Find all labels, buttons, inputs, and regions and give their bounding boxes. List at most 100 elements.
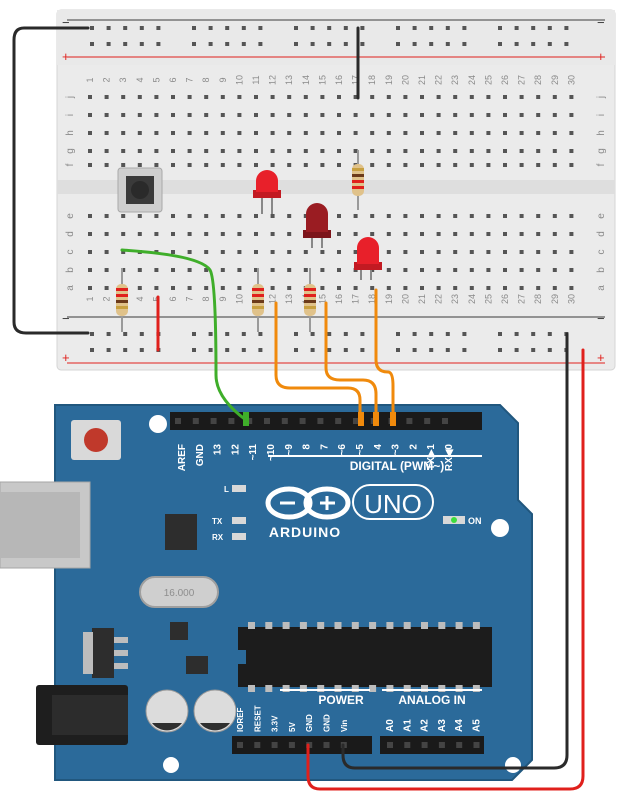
digital-header-label: DIGITAL (PWM~) (350, 459, 445, 473)
breadboard-hole (569, 232, 574, 236)
breadboard-hole (320, 250, 325, 254)
breadboard-hole (287, 214, 292, 218)
breadboard-hole (503, 232, 507, 236)
led-icon[interactable] (303, 203, 331, 248)
capacitor-icon (193, 689, 237, 733)
rail-hole (192, 348, 196, 352)
header-socket[interactable] (442, 418, 448, 424)
header-socket[interactable] (192, 418, 199, 424)
analog-pin-label: A1 (402, 719, 413, 732)
digital-pin-label: 13 (213, 444, 224, 456)
breadboard-hole (370, 113, 375, 117)
breadboard-hole (237, 163, 242, 167)
row-letter-right: d (596, 231, 607, 237)
rail-hole (445, 348, 450, 352)
breadboard-hole (137, 131, 142, 135)
header-socket[interactable] (254, 742, 261, 748)
breadboard-hole (569, 268, 574, 272)
breadboard-hole (270, 232, 275, 236)
header-socket[interactable] (421, 742, 428, 748)
header-socket[interactable] (246, 418, 253, 424)
rail-hole (241, 348, 246, 352)
rail-hole (310, 332, 315, 336)
rail-hole (531, 42, 536, 46)
breadboard-hole (187, 131, 192, 135)
breadboard-hole (88, 131, 92, 135)
header-socket[interactable] (228, 418, 235, 424)
breadboard-hole (403, 232, 408, 236)
led-icon[interactable] (253, 170, 281, 214)
header-socket[interactable] (237, 742, 243, 748)
breadboard-hole (88, 232, 92, 236)
regulator-icon (92, 628, 114, 678)
rail-hole (208, 348, 213, 352)
rail-hole (90, 26, 94, 30)
breadboard-hole (569, 131, 574, 135)
chip-pin (386, 622, 394, 629)
resistor-icon[interactable] (116, 268, 128, 332)
rail-hole (445, 332, 450, 336)
header-socket[interactable] (353, 418, 359, 424)
breadboard-hole (337, 268, 341, 272)
breadboard-hole (171, 149, 175, 153)
power-pin-label: 3.3V (271, 715, 280, 732)
breadboard-hole (453, 149, 458, 153)
resistor-icon[interactable] (252, 268, 264, 332)
rail-hole (498, 26, 502, 30)
breadboard-hole (453, 163, 458, 167)
header-socket[interactable] (424, 418, 431, 424)
header-socket[interactable] (335, 418, 342, 424)
header-socket[interactable] (299, 418, 306, 424)
breadboard-hole (88, 268, 92, 272)
header-socket[interactable] (271, 742, 278, 748)
breadboard-hole (469, 113, 474, 117)
header-socket[interactable] (473, 742, 480, 748)
column-number-top: 15 (317, 75, 327, 85)
header-socket[interactable] (404, 742, 411, 748)
header-socket[interactable] (323, 742, 330, 748)
rail-hole (498, 42, 502, 46)
header-socket[interactable] (387, 742, 393, 748)
breadboard-hole (370, 214, 375, 218)
column-number-bottom: 29 (550, 294, 560, 304)
rail-hole (208, 332, 213, 336)
breadboard-hole (171, 286, 175, 290)
led-icon[interactable] (354, 237, 382, 280)
header-socket[interactable] (406, 418, 413, 424)
breadboard-hole (220, 113, 225, 117)
breadboard-hole (270, 113, 275, 117)
header-socket[interactable] (281, 418, 288, 424)
breadboard-hole (220, 286, 225, 290)
header-socket[interactable] (264, 418, 270, 424)
header-socket[interactable] (210, 418, 217, 424)
breadboard-hole (237, 286, 242, 290)
row-letter-left: i (65, 114, 76, 116)
breadboard-hole (469, 131, 474, 135)
breadboard-hole (453, 113, 458, 117)
breadboard-hole (270, 214, 275, 218)
breadboard-hole (204, 286, 209, 290)
breadboard-hole (353, 149, 358, 153)
digital-header (170, 412, 482, 430)
breadboard-hole (220, 131, 225, 135)
resistor-icon[interactable] (304, 268, 316, 332)
rail-hole (225, 332, 230, 336)
header-socket[interactable] (288, 742, 295, 748)
atmega-chip-icon (238, 627, 492, 687)
pushbutton-icon[interactable] (117, 167, 163, 213)
header-socket[interactable] (317, 418, 324, 424)
breadboard-hole (171, 232, 175, 236)
resistor-icon[interactable] (352, 150, 364, 210)
chip-pin (299, 685, 307, 692)
reset-button[interactable] (71, 420, 121, 460)
header-socket[interactable] (438, 742, 445, 748)
rail-minus-label-bottom-right: − (597, 311, 605, 326)
breadboard-hole (519, 250, 524, 254)
chip-pin (369, 622, 377, 629)
header-socket[interactable] (456, 742, 463, 748)
capacitor-icon (145, 689, 189, 733)
rail-hole (429, 332, 434, 336)
header-socket[interactable] (175, 418, 181, 424)
breadboard-hole (104, 250, 109, 254)
